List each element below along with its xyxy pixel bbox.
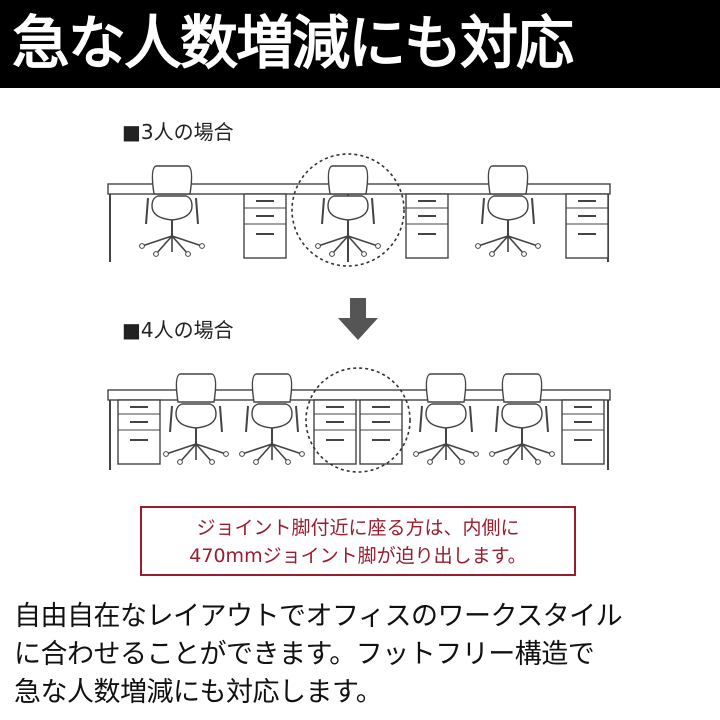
chair-icon bbox=[314, 165, 382, 258]
header-banner: 急な人数増減にも対応 bbox=[0, 0, 720, 88]
drawer-cabinet-icon bbox=[561, 399, 605, 465]
description-line-3: 急な人数増減にも対応します。 bbox=[14, 677, 383, 708]
desk-diagram-four bbox=[107, 367, 611, 473]
desk-diagram-three bbox=[107, 153, 611, 267]
notice-line-1: ジョイント脚付近に座る方は、内側に bbox=[196, 517, 520, 539]
dashed-circle-highlight bbox=[305, 367, 411, 473]
drawer-cabinet-icon bbox=[359, 399, 403, 465]
drawer-cabinet-icon bbox=[243, 193, 287, 259]
notice-box: ジョイント脚付近に座る方は、内側に 470mmジョイント脚が迫り出します。 bbox=[140, 506, 576, 576]
chair-icon bbox=[238, 373, 306, 466]
desk-top bbox=[107, 389, 611, 401]
section-label-three: ■3人の場合 bbox=[122, 120, 234, 144]
chair-icon bbox=[488, 373, 556, 466]
chair-icon bbox=[162, 373, 230, 466]
drawer-cabinet-icon bbox=[117, 399, 161, 465]
down-arrow-icon bbox=[338, 298, 378, 340]
page-title: 急な人数増減にも対応 bbox=[12, 9, 574, 77]
description-line-2: に合わせることができます。フットフリー構造で bbox=[14, 639, 595, 670]
dashed-circle-highlight bbox=[291, 153, 405, 267]
chair-icon bbox=[412, 373, 480, 466]
drawer-cabinet-icon bbox=[565, 193, 609, 259]
drawer-cabinet-icon bbox=[405, 193, 449, 259]
notice-line-2: 470mmジョイント脚が迫り出します。 bbox=[189, 545, 527, 567]
drawer-cabinet-icon bbox=[313, 399, 357, 465]
section-label-four: ■4人の場合 bbox=[122, 318, 234, 342]
chair-icon bbox=[138, 165, 206, 258]
description-line-1: 自由自在なレイアウトでオフィスのワークスタイル bbox=[14, 601, 623, 632]
chair-icon bbox=[474, 165, 542, 258]
